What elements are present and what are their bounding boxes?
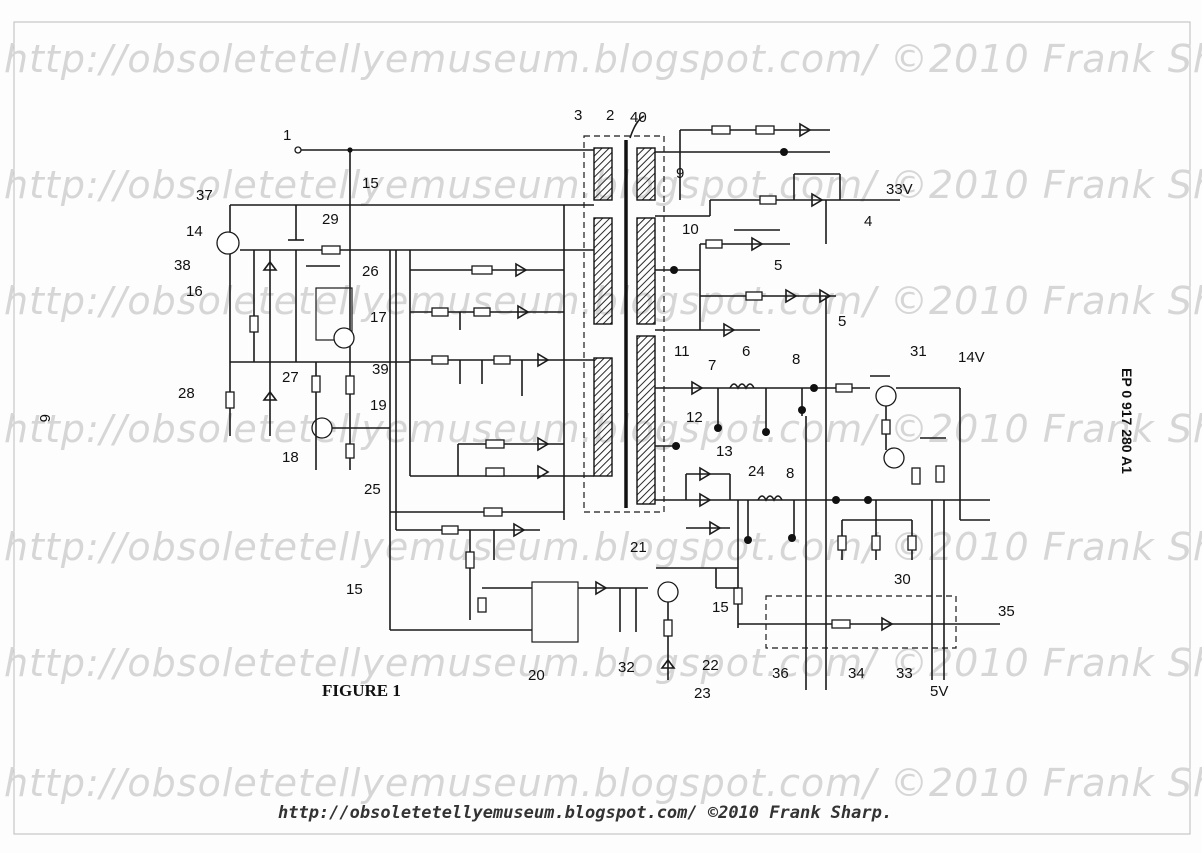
transistor-18	[311, 417, 333, 439]
label-12: 12	[686, 409, 703, 426]
label-23: 23	[694, 685, 711, 702]
label-29: 29	[322, 211, 339, 228]
label-24: 24	[748, 463, 765, 480]
label-31: 31	[910, 343, 927, 360]
watermark-text: http://obsoletetellyemuseum.blogspot.com…	[4, 525, 1202, 569]
label-20: 20	[528, 667, 545, 684]
transformer-outline	[583, 135, 665, 513]
label-26: 26	[362, 263, 379, 280]
label-10: 10	[682, 221, 699, 238]
label-33V: 33V	[886, 181, 913, 198]
label-11: 11	[674, 343, 690, 360]
label-2: 2	[606, 107, 614, 124]
primary-side-wiring	[216, 146, 594, 630]
label-13: 13	[716, 443, 733, 460]
transistor-17	[333, 327, 355, 349]
label-38: 38	[174, 257, 191, 274]
label-9: 9	[676, 165, 684, 182]
label-19: 19	[370, 397, 387, 414]
resistor-29	[321, 245, 341, 255]
label-7: 7	[708, 357, 716, 374]
label-17: 17	[370, 309, 387, 326]
label-36: 36	[772, 665, 789, 682]
resistor-39	[345, 375, 355, 395]
diode-4	[811, 192, 824, 208]
figure-caption: FIGURE 1	[322, 681, 401, 700]
label-15: 15	[346, 581, 363, 598]
resistor	[311, 375, 321, 393]
input-terminal-1	[294, 146, 302, 154]
label-32: 32	[618, 659, 635, 676]
label-35: 35	[998, 603, 1015, 620]
primary-winding	[593, 217, 613, 325]
watermark-text: http://obsoletetellyemuseum.blogspot.com…	[4, 641, 1202, 685]
patent-number: EP 0 917 280 A1	[1119, 368, 1135, 474]
screen-lead-40	[629, 115, 645, 139]
primary-winding	[593, 147, 613, 201]
label-5: 5	[774, 257, 782, 274]
label-21: 21	[630, 539, 647, 556]
resistor-28	[225, 391, 235, 409]
label-33: 33	[896, 665, 913, 682]
label-terminal-1: 1	[283, 127, 291, 144]
block-30	[765, 595, 957, 649]
label-27: 27	[282, 369, 299, 386]
page-number: 6	[36, 414, 53, 422]
label-4: 4	[864, 213, 872, 230]
label-8: 8	[792, 351, 800, 368]
transformer	[583, 115, 665, 513]
label-30: 30	[894, 571, 911, 588]
label-3: 3	[574, 107, 582, 124]
watermark-text: http://obsoletetellyemuseum.blogspot.com…	[4, 761, 1202, 805]
watermark-text: http://obsoletetellyemuseum.blogspot.com…	[4, 37, 1202, 81]
label-14: 14	[186, 223, 203, 240]
inductor-8	[729, 383, 755, 390]
footer-credit: http://obsoletetellyemuseum.blogspot.com…	[278, 803, 892, 823]
label-15: 15	[362, 175, 379, 192]
label-14V: 14V	[958, 349, 985, 366]
label-40: 40	[630, 109, 647, 126]
component-labels: 1 2 3 40 9 10 11 15 15 15 37 14 38 16 29…	[174, 107, 1015, 702]
mosfet-14	[216, 231, 240, 255]
label-16: 16	[186, 283, 203, 300]
label-22: 22	[702, 657, 719, 674]
resistor-34	[831, 619, 851, 629]
control-circuit	[390, 567, 738, 680]
label-5: 5	[838, 313, 846, 330]
label-39: 39	[372, 361, 389, 378]
label-8: 8	[786, 465, 794, 482]
optocoupler-20	[531, 581, 579, 643]
label-18: 18	[282, 449, 299, 466]
secondary-winding-10	[636, 217, 656, 325]
label-25: 25	[364, 481, 381, 498]
transistor-21	[657, 581, 679, 603]
page-border	[13, 21, 1191, 835]
label-37: 37	[196, 187, 213, 204]
label-5V: 5V	[930, 683, 948, 700]
resistor	[249, 315, 259, 333]
diode-33	[881, 616, 894, 632]
transistor-31	[875, 385, 897, 407]
secondary-side-wiring	[655, 122, 1000, 690]
label-6: 6	[742, 343, 750, 360]
secondary-winding-9	[636, 147, 656, 201]
label-34: 34	[848, 665, 865, 682]
primary-winding	[593, 357, 613, 477]
secondary-winding-11	[636, 335, 656, 505]
label-15: 15	[712, 599, 729, 616]
resistor-25	[345, 443, 355, 459]
zener-32	[660, 658, 676, 669]
label-28: 28	[178, 385, 195, 402]
